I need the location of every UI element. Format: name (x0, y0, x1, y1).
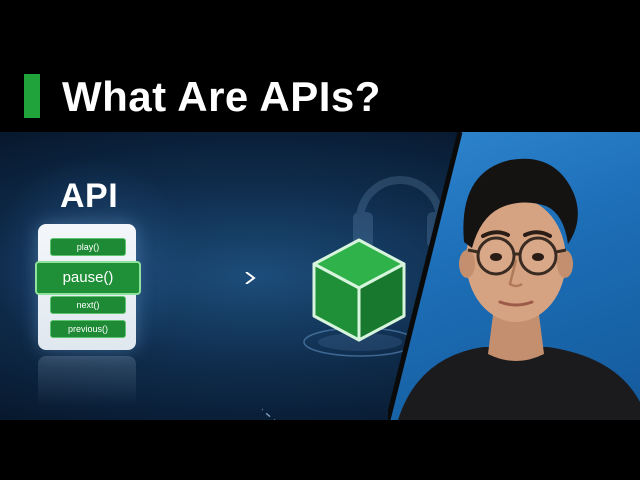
bottom-letterbox (0, 420, 640, 480)
method-next: next() (50, 296, 126, 314)
cube-icon (312, 238, 406, 342)
video-title: What Are APIs? (62, 73, 381, 120)
method-play: play() (50, 238, 126, 256)
title-accent-bar (24, 74, 40, 118)
arrow-right-icon (150, 272, 256, 284)
method-previous: previous() (50, 320, 126, 338)
method-pause: pause() (35, 261, 141, 295)
title-bar (0, 60, 640, 132)
api-card-reflection (38, 356, 136, 406)
presenter-avatar (398, 158, 640, 420)
api-heading: API (60, 177, 119, 215)
panel-divider (388, 132, 463, 420)
